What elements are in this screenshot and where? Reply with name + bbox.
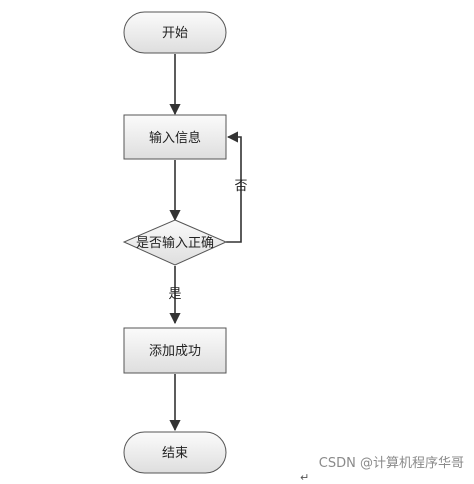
node-add-success-label: 添加成功 bbox=[149, 344, 201, 359]
edge-label-no: 否 bbox=[234, 179, 247, 194]
text-cursor-icon: ↵ bbox=[300, 471, 310, 484]
edge-label-yes: 是 bbox=[168, 287, 181, 302]
node-end: 结束 bbox=[123, 431, 227, 474]
node-input-info-label: 输入信息 bbox=[149, 130, 201, 146]
node-check-input-label: 是否输入正确 bbox=[136, 235, 214, 251]
node-check-input: 是否输入正确 bbox=[122, 219, 228, 266]
edge-check-no-loop bbox=[226, 131, 242, 243]
node-add-success: 添加成功 bbox=[123, 327, 227, 374]
node-start: 开始 bbox=[123, 11, 227, 54]
csdn-watermark: CSDN @计算机程序华哥 bbox=[318, 456, 464, 471]
node-end-label: 结束 bbox=[162, 446, 188, 461]
node-input-info: 输入信息 bbox=[123, 114, 227, 160]
node-start-label: 开始 bbox=[162, 26, 188, 41]
